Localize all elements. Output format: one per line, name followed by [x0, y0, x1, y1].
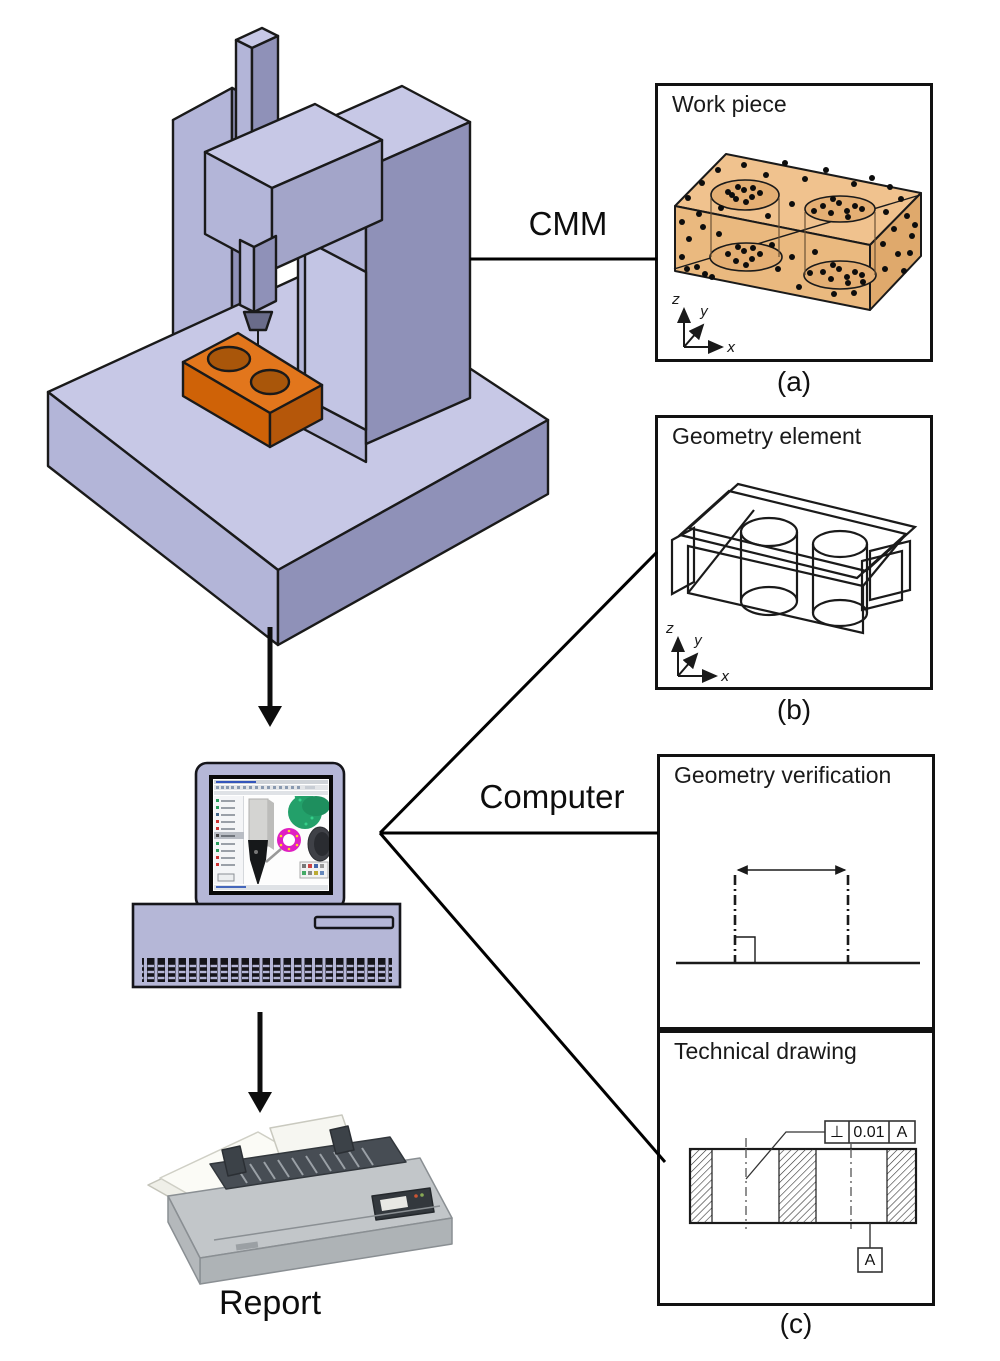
desktop-case — [131, 902, 402, 989]
measurement-dots — [679, 160, 918, 297]
perpendicularity-mark — [736, 936, 756, 963]
panel-title-technical-drawing: Technical drawing — [674, 1038, 857, 1064]
geometry-verification-drawing — [676, 865, 920, 965]
axis-indicator — [671, 636, 718, 683]
flow-arrow-cmm-to-computer — [258, 627, 282, 727]
panel-geometry-verification: Geometry verification — [657, 754, 935, 1030]
caption-a: (a) — [776, 366, 812, 397]
axis-label-y: y — [699, 304, 709, 320]
datum-feature-symbol: A — [857, 1223, 883, 1273]
cmm-machine-illustration — [46, 26, 550, 647]
panel-technical-drawing: ⊥ 0.01 A A Technical drawing — [657, 1030, 935, 1306]
computer-to-technical-drawing-line — [378, 832, 667, 1163]
cad-feature-tree — [214, 799, 244, 882]
report-label: Report — [218, 1284, 322, 1322]
fcf-datum-reference: A — [897, 1124, 908, 1141]
cmm-crossbeam — [203, 102, 384, 272]
axis-label-x: x — [720, 669, 730, 685]
fcf-tolerance-value: 0.01 — [853, 1124, 884, 1141]
flow-arrow-computer-to-printer — [248, 1012, 272, 1113]
panel-title-geometry-element: Geometry element — [672, 423, 862, 449]
cad-application-screenshot — [214, 780, 329, 890]
cmm-probe — [238, 234, 278, 354]
hatched-sections — [689, 1148, 917, 1224]
printer-illustration — [147, 1114, 453, 1285]
wireframe-cylinders — [739, 516, 869, 628]
cad-viewport — [244, 796, 329, 884]
feature-control-frame: ⊥ 0.01 A — [824, 1120, 916, 1144]
cmm-label: CMM — [528, 205, 608, 242]
disk-drive-slot — [313, 915, 395, 930]
computer-to-geometry-element-line — [378, 550, 659, 835]
datum-label: A — [865, 1252, 876, 1269]
axis-label-z: z — [671, 292, 680, 308]
computer-illustration — [131, 761, 402, 989]
computer-label: Computer — [479, 778, 625, 815]
caption-c: (c) — [779, 1308, 813, 1339]
axis-centerlines — [733, 875, 850, 963]
fcf-leader-line — [745, 1131, 825, 1180]
axis-label-x: x — [726, 340, 736, 356]
axis-label-z: z — [665, 621, 674, 637]
panel-work-piece: z y x Work piece — [655, 83, 933, 362]
panel-geometry-element: z y x Geometry element — [655, 415, 933, 690]
cmm-workpiece — [181, 331, 324, 449]
technical-drawing: ⊥ 0.01 A A — [688, 1120, 918, 1273]
fcf-symbol-perpendicularity: ⊥ — [830, 1124, 844, 1141]
panel-title-geometry-verification: Geometry verification — [674, 762, 892, 788]
caption-b: (b) — [776, 694, 812, 725]
work-piece-drawing: z y x — [671, 153, 922, 356]
panel-title-work-piece: Work piece — [672, 91, 787, 117]
case-vents — [142, 958, 392, 982]
axis-indicator — [677, 307, 724, 354]
geometry-element-drawing: z y x — [665, 482, 918, 685]
axis-label-y: y — [693, 633, 703, 649]
